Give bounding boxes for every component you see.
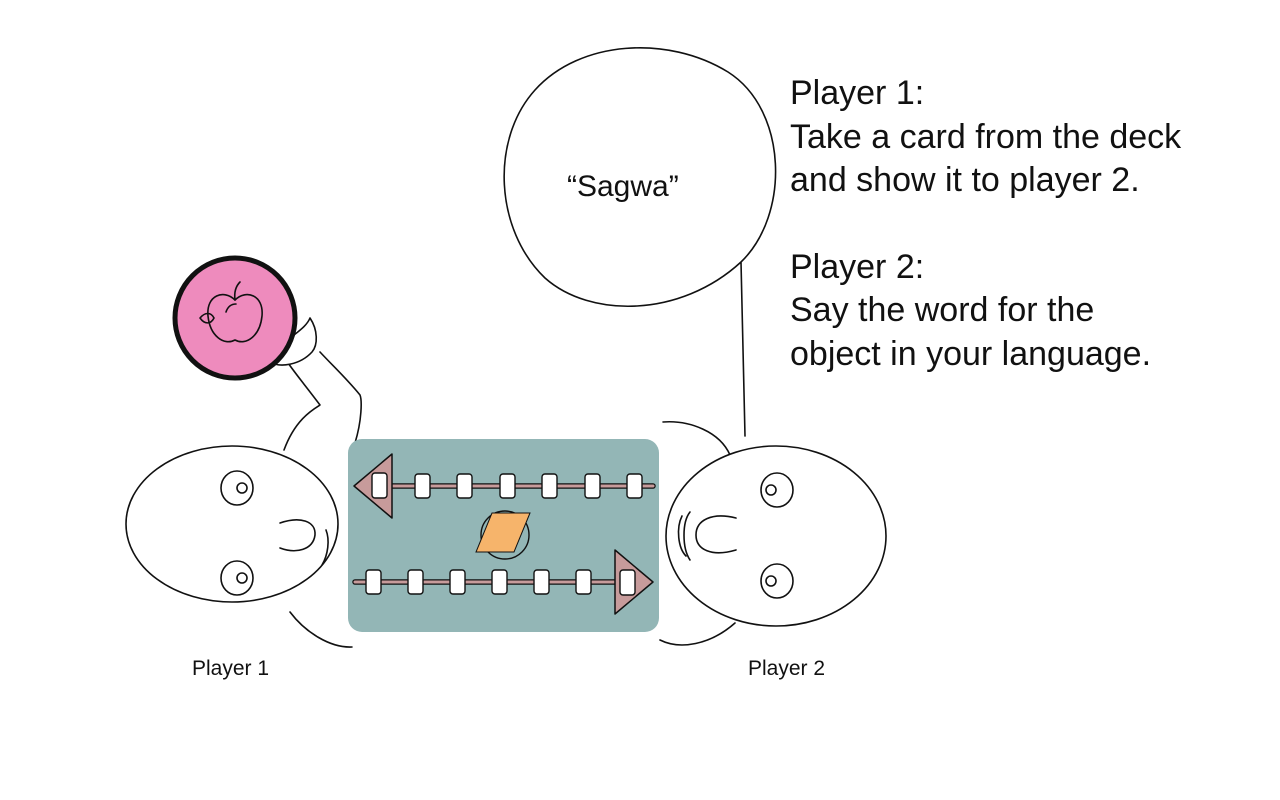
instruction-line: and show it to player 2. bbox=[790, 161, 1140, 199]
track-space bbox=[533, 569, 550, 595]
player-1-face bbox=[220, 470, 329, 596]
speech-bubble bbox=[503, 47, 777, 437]
bottom-track bbox=[352, 549, 654, 615]
track-space bbox=[619, 569, 636, 596]
track-space bbox=[575, 569, 592, 595]
apple-icon bbox=[199, 281, 263, 343]
track-space bbox=[456, 473, 473, 499]
picture-card bbox=[172, 255, 298, 381]
player-2-face bbox=[677, 472, 794, 599]
game-token bbox=[475, 512, 531, 553]
instruction-line: Say the word for the bbox=[790, 291, 1095, 329]
player-1-label: Player 1 bbox=[192, 657, 270, 680]
track-space bbox=[626, 473, 643, 499]
top-track-spaces bbox=[371, 472, 643, 499]
player-1-instructions: Player 1: Take a card from the deck and … bbox=[790, 72, 1260, 203]
track-space bbox=[541, 473, 558, 499]
speech-text: “Sagwa” bbox=[567, 170, 679, 203]
player-2-shoulder-bottom bbox=[659, 622, 736, 646]
track-space bbox=[449, 569, 466, 595]
top-track bbox=[353, 453, 656, 519]
player-1-shoulder bbox=[289, 611, 353, 648]
track-space bbox=[365, 569, 382, 595]
instruction-line: Take a card from the deck bbox=[790, 117, 1182, 156]
bottom-track-spaces bbox=[365, 569, 636, 596]
track-space bbox=[491, 569, 508, 595]
track-space bbox=[371, 472, 388, 499]
track-space bbox=[499, 473, 516, 499]
player-2-instructions: Player 2: Say the word for the object in… bbox=[790, 246, 1260, 377]
player-2-head bbox=[665, 445, 887, 627]
track-space bbox=[407, 569, 424, 595]
instruction-heading: Player 2: bbox=[790, 247, 925, 286]
game-board bbox=[348, 439, 659, 632]
player-1-arm bbox=[283, 351, 362, 451]
instructions: Player 1: Take a card from the deck and … bbox=[790, 72, 1260, 376]
track-space bbox=[414, 473, 431, 499]
instruction-line: object in your language. bbox=[790, 334, 1152, 373]
center-spot bbox=[480, 510, 530, 560]
player-2-label: Player 2 bbox=[748, 657, 826, 680]
track-space bbox=[584, 473, 601, 499]
instruction-heading: Player 1: bbox=[790, 74, 925, 112]
player-2-shoulder-top bbox=[662, 421, 731, 456]
player-1-head bbox=[125, 445, 339, 603]
